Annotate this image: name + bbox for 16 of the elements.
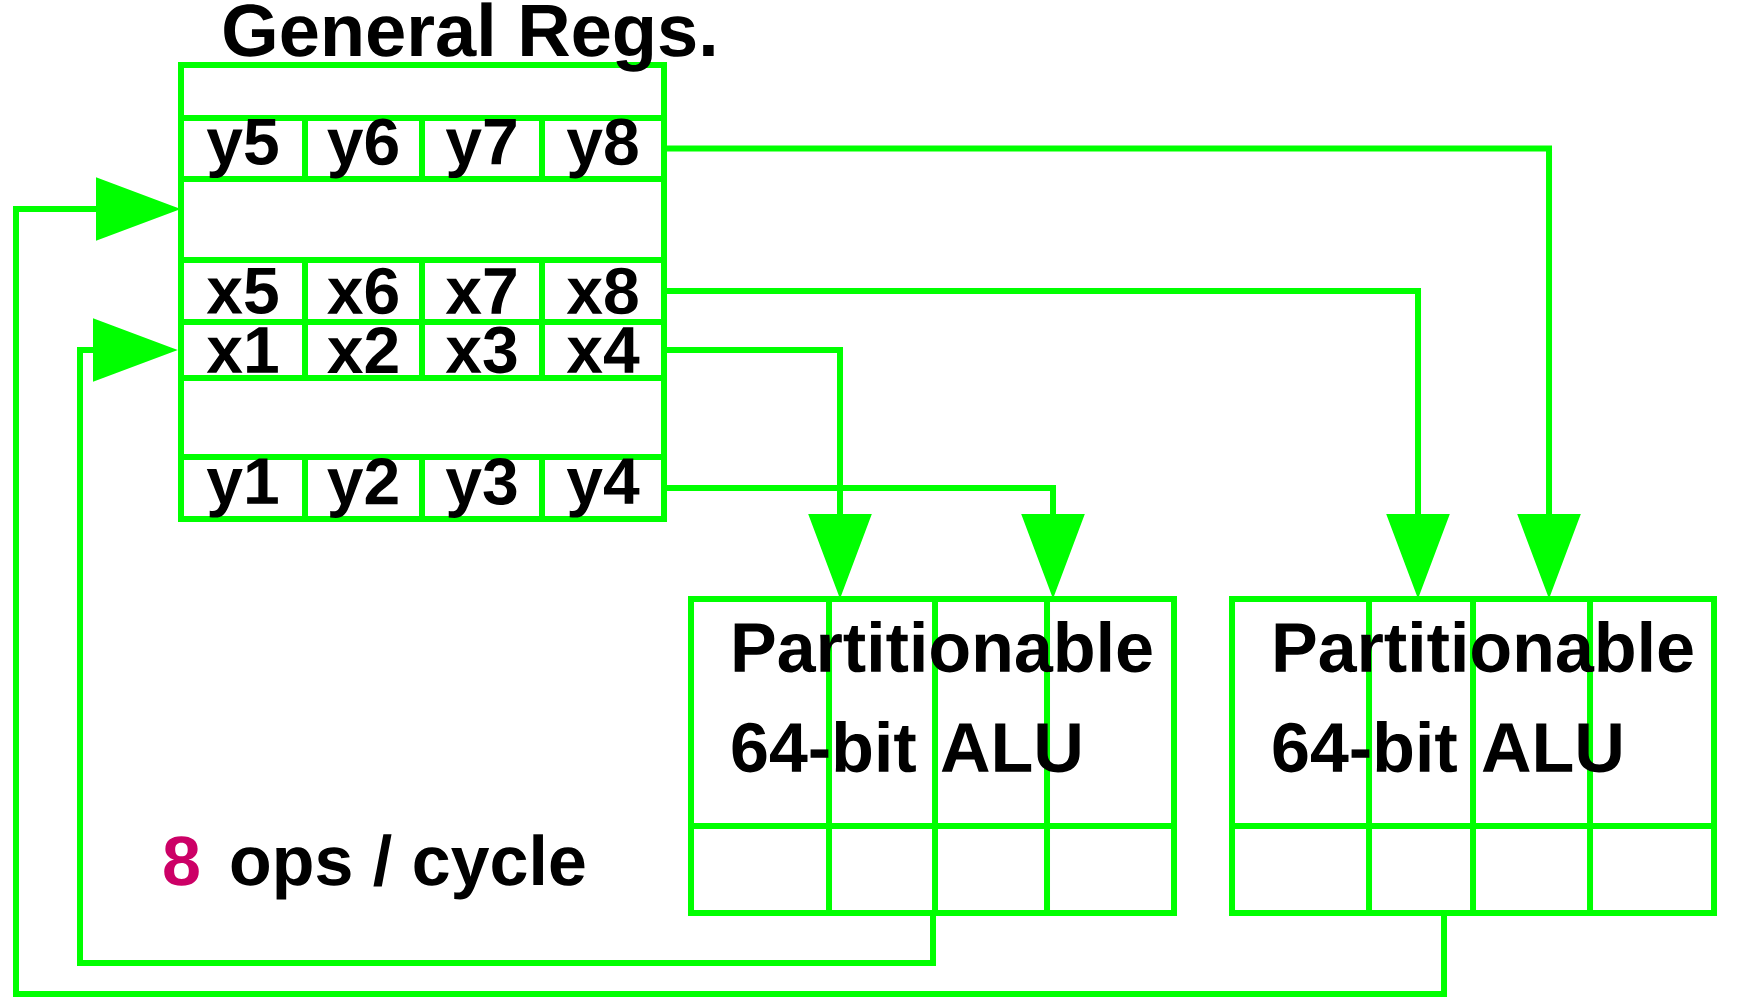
register-cell: x5 [178, 257, 308, 325]
arrow [13, 177, 1447, 997]
register-cell: y1 [178, 454, 308, 522]
arrow [77, 318, 936, 966]
heading: General Regs. [224, 2, 714, 72]
register-cell: y8 [539, 115, 667, 182]
register-cell: y2 [302, 454, 425, 522]
register-cell: y6 [302, 115, 425, 182]
register-cell: x8 [539, 257, 667, 325]
register-cell: y4 [539, 454, 667, 522]
count-label: ops / cycle [231, 834, 585, 900]
register-cell: x6 [302, 257, 425, 325]
register-cell: y5 [178, 115, 308, 182]
register-cell: y7 [419, 115, 545, 182]
count-label: 8 [164, 836, 199, 886]
register-cell: x4 [539, 319, 667, 381]
